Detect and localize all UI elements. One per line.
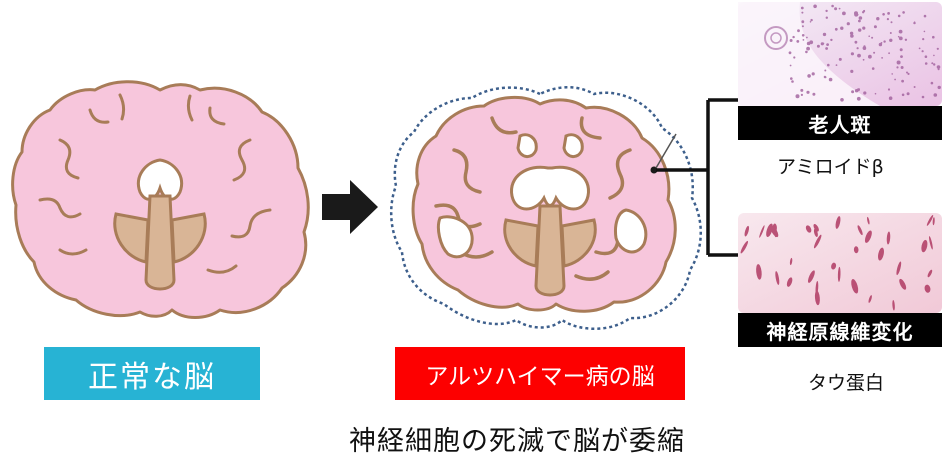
normal-brain-stem: [144, 194, 176, 291]
ad-brain-pointer-line: [655, 133, 677, 169]
normal-brain: [11, 80, 310, 319]
normal-brain-sulci: [38, 93, 272, 274]
normal-brain-ventricles: [137, 158, 183, 201]
right-arrow-icon: [322, 180, 378, 234]
ad-brain-stem: [534, 204, 566, 297]
ad-brain-atrophy-gaps: [436, 133, 648, 259]
normal-brain-label: 正常な脳: [44, 347, 260, 400]
plaque-micrograph: [738, 2, 942, 106]
normal-brain-basal: [113, 212, 207, 264]
ad-brain-original-outline: [390, 86, 702, 330]
tangle-subtitle: タウ蛋白: [808, 372, 885, 394]
callout-bracket: [656, 98, 738, 257]
ad-brain-basal: [503, 218, 597, 268]
ad-brain-label: アルツハイマー病の脳: [395, 347, 685, 400]
plaque-subtitle: アミロイドβ: [777, 156, 884, 178]
ad-brain-ventricles: [510, 165, 590, 211]
diagram-caption: 神経細胞の死滅で脳が委縮: [349, 426, 685, 457]
plaque-tag: 老人斑: [738, 106, 942, 140]
tangle-micrograph: [738, 213, 942, 313]
ad-brain: [390, 86, 702, 330]
tangle-tag: 神経原線維変化: [738, 313, 942, 347]
ad-brain-pointer-dot: [650, 166, 658, 174]
